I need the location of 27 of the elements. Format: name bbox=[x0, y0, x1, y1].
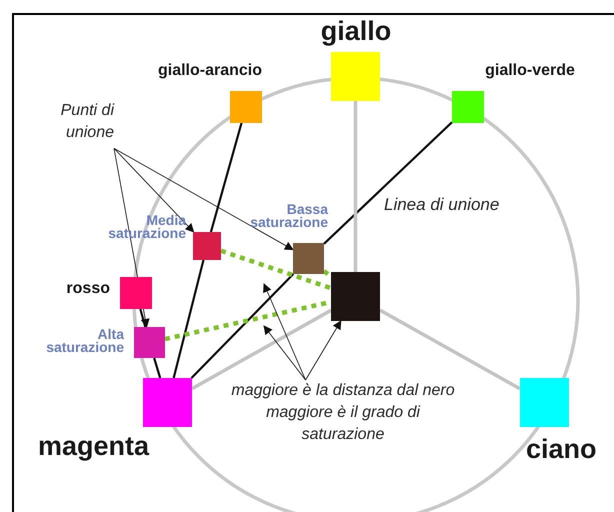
connector-line bbox=[139, 308, 146, 328]
connector-line bbox=[172, 260, 205, 378]
connector-line bbox=[210, 122, 243, 232]
connector-line bbox=[153, 358, 162, 378]
color-label: ciano bbox=[526, 436, 598, 463]
annotation-text: maggiore è la distanza dal nero maggiore è il grado di saturazione bbox=[226, 380, 460, 446]
leader-arrow bbox=[263, 283, 306, 380]
connector-line bbox=[354, 101, 358, 272]
connector-line bbox=[191, 308, 332, 390]
connector-line bbox=[379, 308, 521, 390]
color-label: magenta bbox=[38, 433, 150, 460]
leader-arrow bbox=[114, 148, 194, 233]
annotation-text: Punti di unione bbox=[24, 100, 114, 144]
color-label: Bassa saturazione bbox=[249, 203, 328, 229]
color-label: giallo-arancio bbox=[156, 63, 264, 79]
connector-line bbox=[323, 121, 453, 245]
leader-arrow bbox=[114, 148, 294, 250]
dotted-connector bbox=[164, 300, 332, 342]
color-label: giallo-verde bbox=[484, 63, 576, 79]
leader-arrow bbox=[263, 325, 306, 380]
leader-arrow bbox=[305, 320, 342, 380]
annotation-text: Linea di unione bbox=[384, 194, 500, 216]
color-label: giallo bbox=[320, 18, 392, 45]
dotted-connector bbox=[220, 248, 332, 290]
color-label: rosso bbox=[65, 281, 110, 297]
color-label: Alta saturazione bbox=[45, 328, 124, 354]
connector-line bbox=[190, 273, 294, 379]
